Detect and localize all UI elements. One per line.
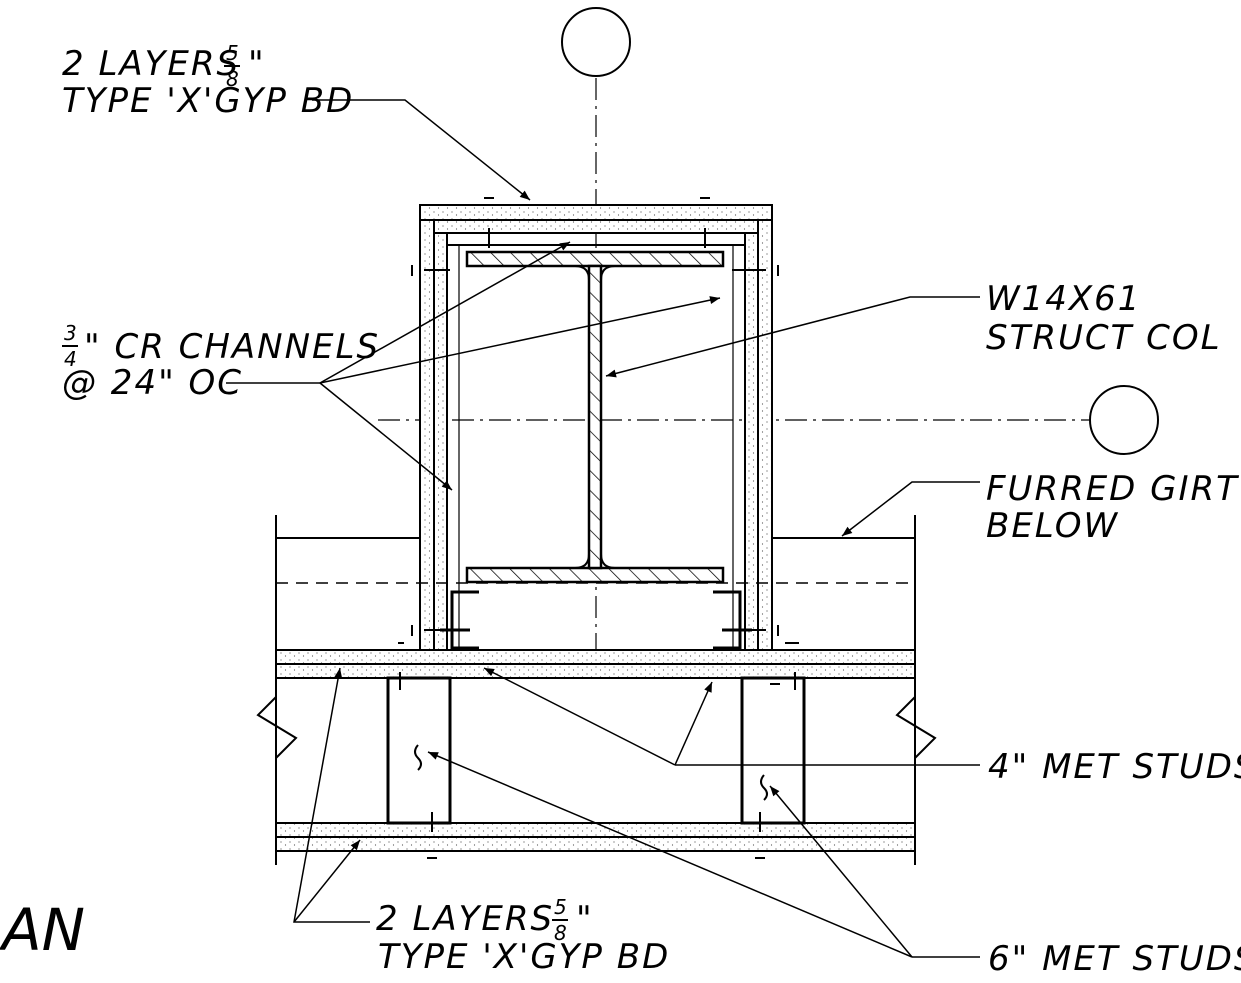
gyp-bot-frac-num: 5 [554,895,567,919]
label-column: W14X61 STRUCT COL [986,279,1222,358]
channels-line1: " CR CHANNELS [84,327,380,367]
channels-frac-den: 4 [64,347,77,371]
label-gyp-top: 2 LAYERS 5 8 " TYPE 'X'GYP BD [62,41,354,121]
plan-title-partial: AN [0,896,85,964]
grid-bubble-top [561,7,631,77]
gyp-bot-line2: TYPE 'X'GYP BD [378,937,670,977]
girt-line2: BELOW [986,506,1119,546]
label-6in-studs: 6" MET STUDS [988,939,1241,979]
gyp-bot-frac-den: 8 [554,921,567,945]
column-enclosure [411,197,779,651]
steel-column [465,250,725,584]
gyp-top-line2: TYPE 'X'GYP BD [62,81,354,121]
gyp-top-frac-den: 8 [226,67,239,91]
grid-bubble-right [1089,385,1159,455]
gyp-bot-inch: " [576,899,594,939]
gyp-top-inch: " [248,44,266,84]
wall-gypsum [256,649,937,865]
girt-line1: FURRED GIRT [986,469,1239,509]
met-studs-6in [386,642,806,859]
col-line1: W14X61 [986,279,1141,319]
label-4in-studs: 4" MET STUDS [988,747,1241,787]
gyp-top-frac-num: 5 [226,41,239,65]
label-gyp-bottom: 2 LAYERS 5 8 " TYPE 'X'GYP BD [376,895,670,977]
gyp-bot-line1: 2 LAYERS [376,899,554,939]
gyp-top-line1: 2 LAYERS [62,44,240,84]
channel-brackets [440,590,752,650]
col-line2: STRUCT COL [986,318,1222,358]
leader-lines [226,99,980,958]
channels-frac-num: 3 [64,321,77,345]
label-girt: FURRED GIRT BELOW [986,469,1239,546]
label-channels: 3 4 " CR CHANNELS @ 24" OC [62,321,380,403]
channels-line2: @ 24" OC [62,363,243,403]
